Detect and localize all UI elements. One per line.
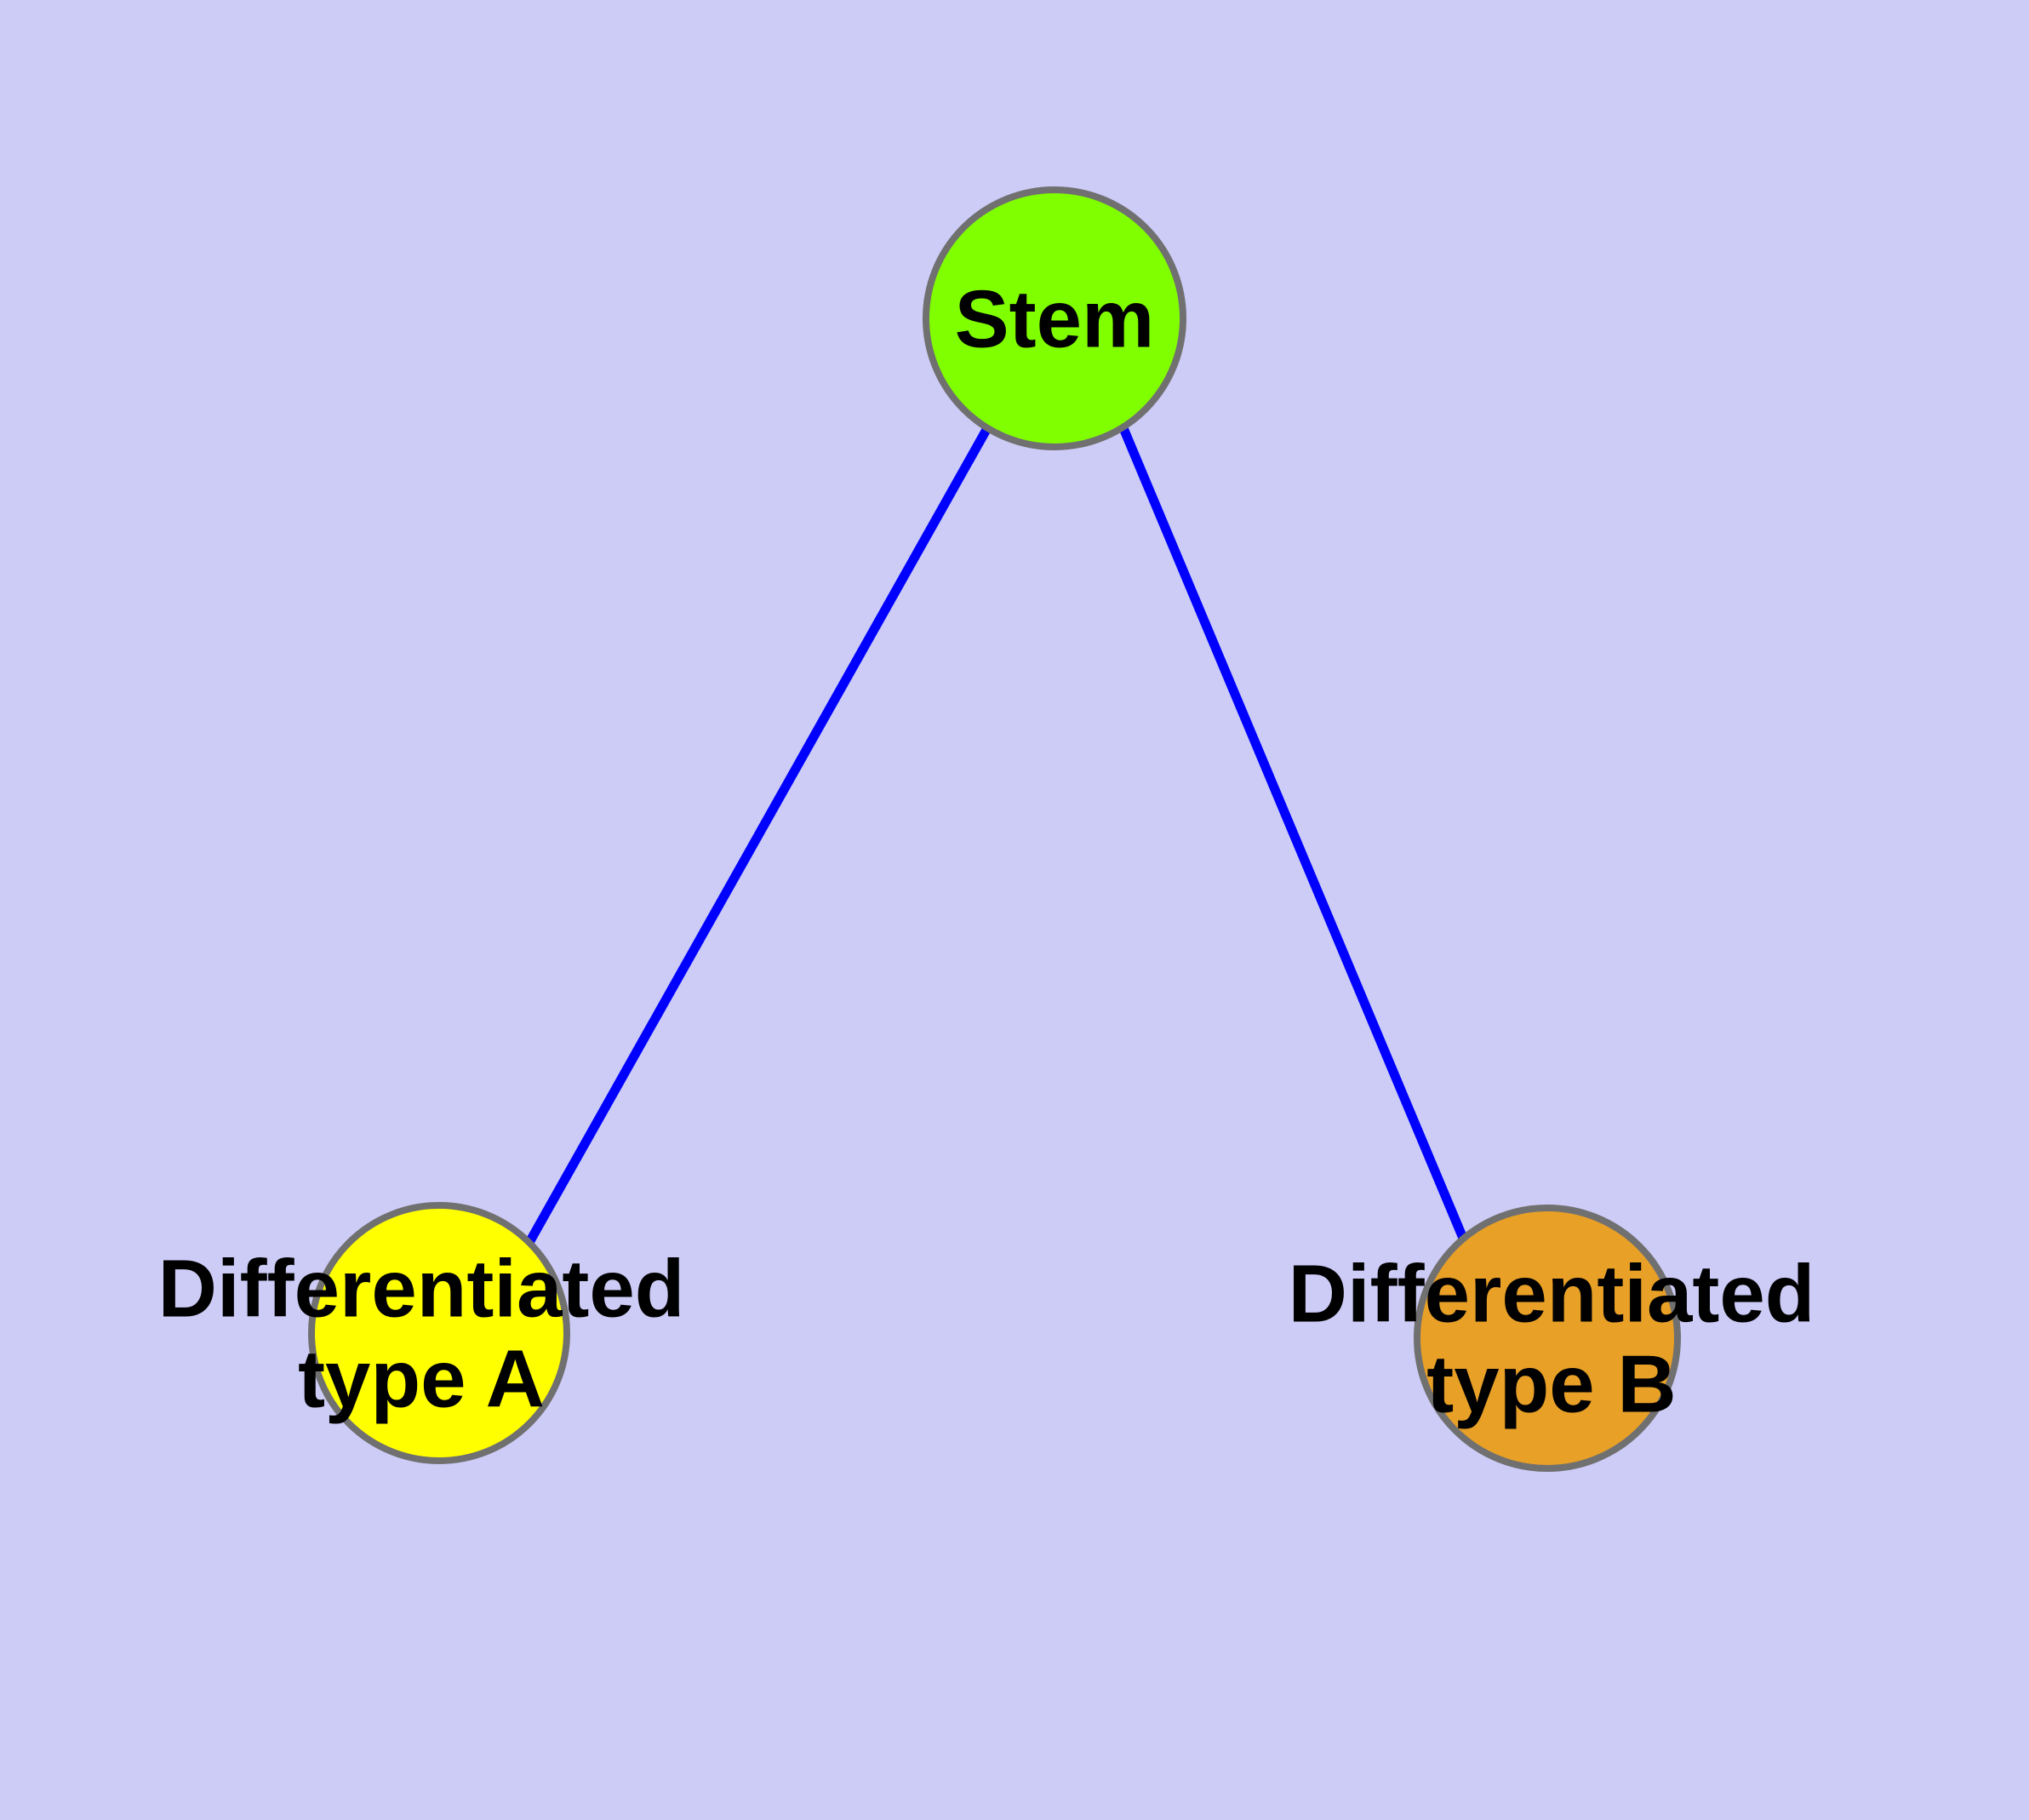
- node-label-line: Differentiated: [1289, 1249, 1815, 1340]
- node-label-line: Differentiated: [158, 1244, 685, 1335]
- node-differentiated-type-a[interactable]: [308, 1202, 570, 1464]
- node-label-line: type B: [1426, 1339, 1676, 1430]
- edge-stem-to-type-b[interactable]: [1118, 426, 1472, 1249]
- edge-stem-to-type-a[interactable]: [523, 426, 992, 1248]
- node-label-stem: Stem: [955, 274, 1155, 365]
- node-label-line: type A: [298, 1334, 545, 1425]
- node-label-line: Stem: [955, 274, 1155, 365]
- node-stem[interactable]: [923, 186, 1186, 450]
- node-differentiated-type-b[interactable]: [1414, 1205, 1681, 1472]
- edges-layer: [523, 426, 1472, 1249]
- nodes-layer: [308, 186, 1681, 1472]
